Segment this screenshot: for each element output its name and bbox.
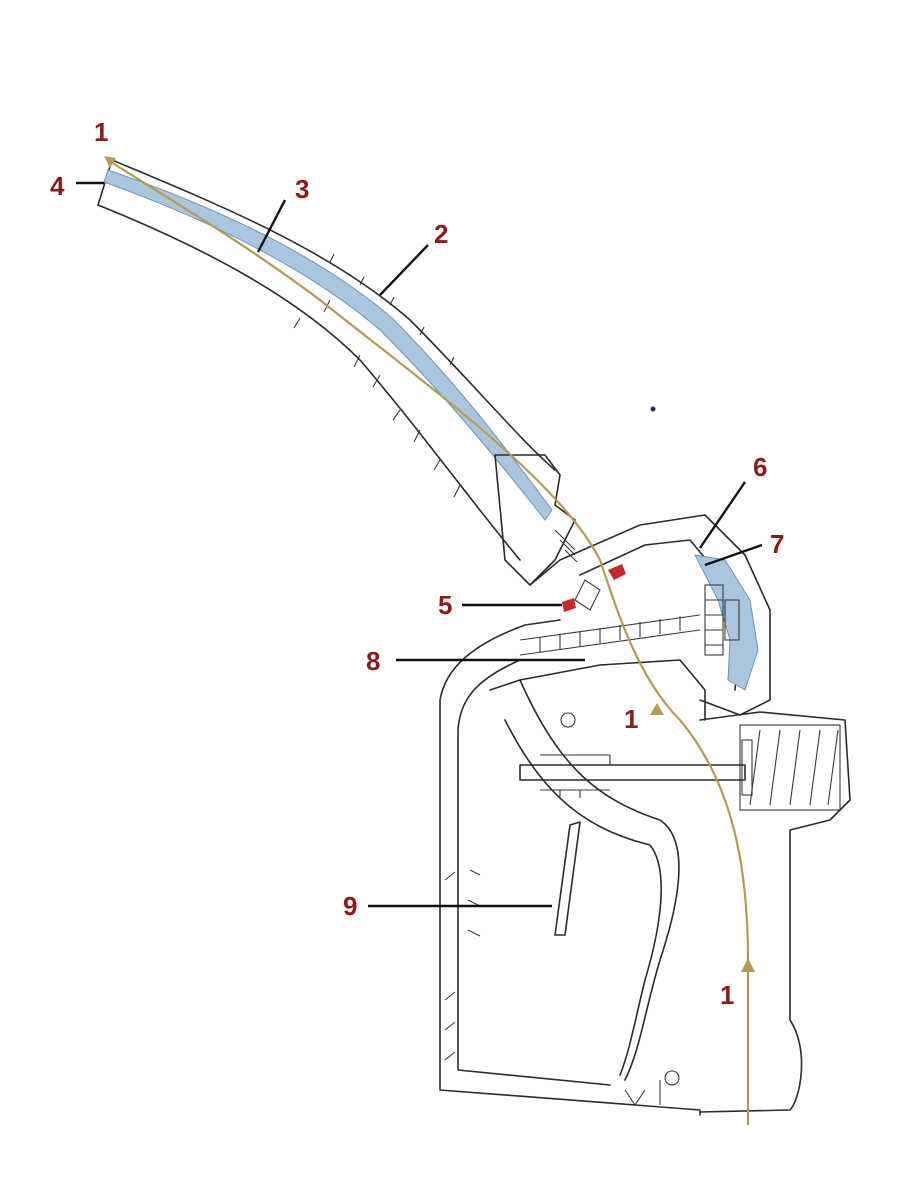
guard-outer <box>439 619 701 1116</box>
flow-arrow-top <box>104 156 116 168</box>
leader-lines <box>76 181 763 908</box>
callout-2: 2 <box>434 219 448 249</box>
diaphragm-assembly <box>704 584 740 656</box>
callout-1-bottom: 1 <box>720 980 734 1010</box>
callout-1-top: 1 <box>94 117 108 147</box>
leader-7 <box>704 543 763 567</box>
trigger-lever <box>489 679 680 1081</box>
leader-6 <box>699 481 746 549</box>
callout-6: 6 <box>753 452 767 482</box>
callout-9: 9 <box>343 891 357 921</box>
spout-fuel-channel <box>103 169 553 521</box>
diaphragm-chamber <box>694 554 759 691</box>
callout-3: 3 <box>295 174 309 204</box>
spout-outer-upper <box>111 159 556 471</box>
callout-5: 5 <box>438 590 452 620</box>
pivot-upper <box>560 712 576 728</box>
flow-line <box>107 159 750 1125</box>
callout-4: 4 <box>50 171 65 201</box>
housing-top <box>529 514 771 716</box>
callout-1-middle: 1 <box>624 704 638 734</box>
hold-open-latch <box>554 821 581 936</box>
grip-outline <box>699 711 851 1113</box>
flow-arrow-bottom <box>741 958 755 972</box>
valve-stem <box>519 579 701 656</box>
flow-arrow-middle <box>650 703 664 715</box>
leader-2 <box>379 244 429 296</box>
spout <box>97 159 578 586</box>
valve-housing <box>519 514 771 721</box>
valve-marker-lower <box>562 598 576 612</box>
guard-inner <box>457 659 611 1086</box>
horizontal-shaft <box>519 764 746 781</box>
spout-outer-lower <box>97 204 521 561</box>
pivot-lower <box>664 1070 680 1086</box>
leader-3 <box>256 199 287 253</box>
fuel-flow-path <box>104 156 755 1125</box>
callout-7: 7 <box>770 529 784 559</box>
callout-labels: 1 4 3 2 6 7 5 8 1 9 1 <box>50 117 784 1010</box>
housing-lower-rim <box>519 659 706 721</box>
return-spring <box>739 724 841 811</box>
callout-8: 8 <box>366 646 380 676</box>
spout-coupling <box>494 454 576 586</box>
grip-body <box>519 711 851 1113</box>
speck <box>650 406 656 412</box>
valve-marker-upper <box>608 564 626 580</box>
handle-guard <box>439 619 701 1116</box>
